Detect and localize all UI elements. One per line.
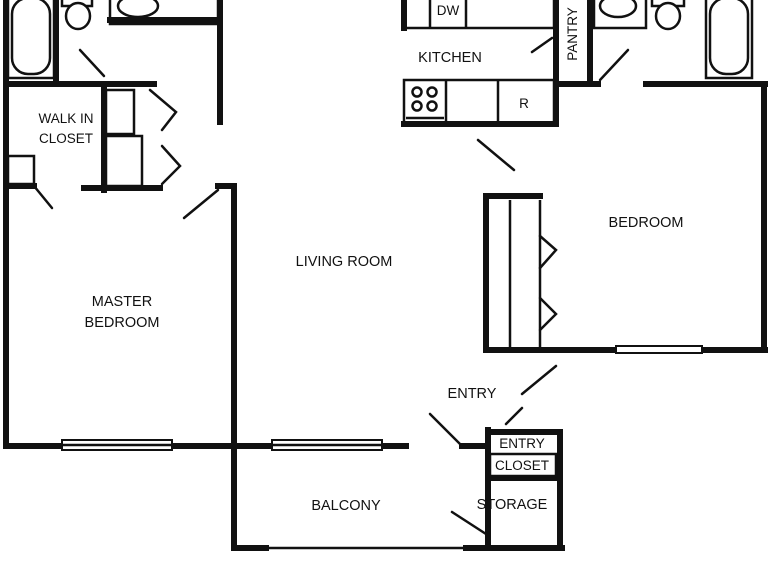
toilet-bowl-right [654, 1, 682, 31]
storage-label: STORAGE [477, 497, 548, 513]
upper-counter [402, 0, 556, 30]
room-labels: WALK IN CLOSET KITCHEN PANTRY DW R BEDRO… [38, 3, 683, 514]
master-bedroom-label-2: BEDROOM [85, 315, 160, 331]
doors [32, 36, 630, 536]
closet-shelving [6, 88, 144, 188]
kitchen-door [476, 138, 516, 172]
kitchen-pantry-door [530, 36, 554, 54]
bedroom-bifold-1 [538, 234, 558, 270]
kitchen-label: KITCHEN [418, 50, 482, 66]
bath-door-right [598, 48, 630, 82]
refrigerator-label: R [519, 96, 529, 111]
stove-icon [406, 86, 444, 120]
bedroom-label: BEDROOM [609, 215, 684, 231]
bedroom-window [615, 345, 703, 354]
closet-bifold-2 [160, 144, 182, 186]
bathtub-right-basin [708, 0, 750, 76]
living-room-label: LIVING ROOM [296, 254, 393, 270]
walk-in-closet-label-1: WALK IN [38, 111, 93, 126]
master-closet-door [32, 184, 54, 210]
second-bathroom [592, 0, 754, 80]
master-bedroom-label-1: MASTER [92, 294, 152, 310]
entry-door [428, 412, 462, 446]
vanity-right [592, 0, 648, 30]
bedroom-closet-shelving [508, 200, 542, 348]
pantry-label: PANTRY [565, 7, 580, 61]
walk-in-closet-label-2: CLOSET [39, 131, 93, 146]
bedroom-door [520, 364, 558, 396]
balcony-label: BALCONY [311, 498, 381, 514]
master-bathroom [6, 0, 220, 80]
dishwasher-label: DW [437, 3, 460, 18]
sink-right [598, 0, 638, 19]
entry-closet-door [504, 406, 524, 426]
bathtub-left-basin [10, 0, 52, 76]
bathtub-right [704, 0, 754, 80]
closet-bifold-1 [148, 88, 178, 132]
storage-door [450, 510, 488, 536]
bath-door-left [78, 48, 106, 78]
entry-label: ENTRY [448, 386, 497, 402]
entry-closet-label-2: CLOSET [495, 458, 549, 473]
entry-closet-label-1: ENTRY [499, 436, 545, 451]
windows [61, 345, 703, 451]
bedroom-bifold-2 [538, 296, 558, 332]
toilet-bowl-left [64, 1, 92, 31]
walls [3, 0, 768, 551]
master-entry-door [182, 188, 220, 220]
